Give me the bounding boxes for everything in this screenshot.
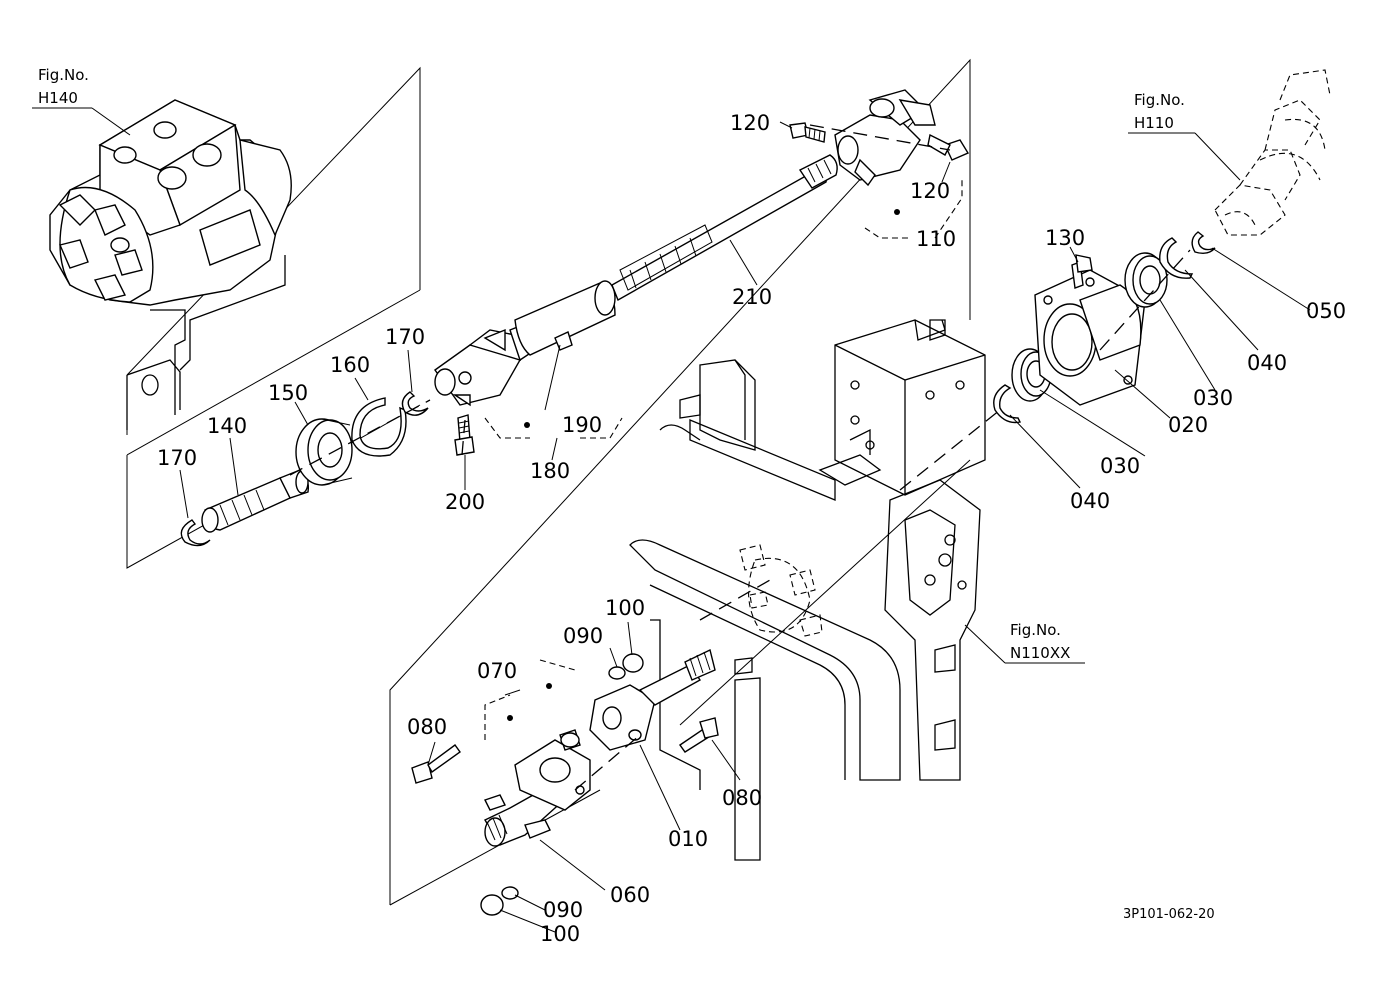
- fig-ref-h110-number: H110: [1134, 114, 1174, 132]
- callout-120-left: 120: [730, 111, 770, 135]
- callout-090-upper: 090: [563, 624, 603, 648]
- part-110-universal-joint: [834, 89, 936, 187]
- callout-030-upper: 030: [1193, 386, 1233, 410]
- centerlines: [289, 124, 1191, 791]
- fig-ref-h140-label: Fig.No.: [38, 66, 89, 84]
- part-040-right-ring: [1159, 237, 1194, 279]
- callout-200: 200: [445, 490, 485, 514]
- callout-140: 140: [207, 414, 247, 438]
- callout-090-lower: 090: [543, 898, 583, 922]
- callout-130: 130: [1045, 226, 1085, 250]
- drawing-code: 3P101-062-20: [1123, 907, 1215, 922]
- housing-group: [993, 231, 1216, 424]
- part-090-lower-washer: [501, 886, 519, 900]
- part-030-right-bearing: [1124, 252, 1168, 308]
- part-150-bearing: [295, 418, 353, 486]
- callout-160: 160: [330, 353, 370, 377]
- callout-110: 110: [916, 227, 956, 251]
- part-070-flange: [514, 729, 591, 811]
- part-190-nipple: [554, 331, 573, 351]
- callout-100-upper: 100: [605, 596, 645, 620]
- upper-shaft-group: [180, 89, 970, 547]
- part-120-bolts: [789, 122, 970, 161]
- part-080-bolts: [411, 717, 719, 784]
- callout-080-left: 080: [407, 715, 447, 739]
- part-callouts: 010 020 030 030 040 040 050 060 070 080 …: [157, 111, 1346, 946]
- callout-170-upper: 170: [385, 325, 425, 349]
- callout-150: 150: [268, 381, 308, 405]
- fig-ref-h140-number: H140: [38, 89, 78, 107]
- fig-ref-h110-label: Fig.No.: [1134, 91, 1185, 109]
- callout-050: 050: [1306, 299, 1346, 323]
- part-100-lower-nut: [480, 894, 504, 916]
- chassis-frame: [629, 319, 986, 861]
- lower-gear-group: [411, 648, 719, 916]
- callout-040-upper: 040: [1247, 351, 1287, 375]
- callout-010: 010: [668, 827, 708, 851]
- callout-210: 210: [732, 285, 772, 309]
- callout-190: 190: [562, 413, 602, 437]
- part-160-snap-ring: [351, 397, 407, 457]
- callout-170-lower: 170: [157, 446, 197, 470]
- part-210-telescopic-shaft: [514, 154, 838, 356]
- part-050-clip: [1191, 231, 1216, 255]
- part-170-lower-clip: [180, 519, 211, 547]
- callout-020: 020: [1168, 413, 1208, 437]
- part-010-coupling: [589, 648, 716, 751]
- part-170-upper-clip: [401, 391, 429, 416]
- callout-030-lower: 030: [1100, 454, 1140, 478]
- callout-080-right: 080: [722, 786, 762, 810]
- fig-ref-n110xx-number: N110XX: [1010, 644, 1070, 662]
- figure-references: Fig.No. H140 Fig.No. H110 Fig.No. N110XX: [38, 66, 1185, 662]
- steering-unit: [49, 99, 292, 430]
- part-090-upper-washer: [608, 666, 626, 680]
- callout-120-right: 120: [910, 179, 950, 203]
- fig-ref-n110xx-label: Fig.No.: [1010, 621, 1061, 639]
- callout-100-lower: 100: [540, 922, 580, 946]
- leader-lines: [32, 107, 1311, 933]
- part-040-left-ring: [993, 384, 1022, 424]
- callout-060: 060: [610, 883, 650, 907]
- part-130-bolt: [1071, 254, 1093, 289]
- callout-040-lower: 040: [1070, 489, 1110, 513]
- steering-column-phantom: [1214, 69, 1331, 236]
- part-020-housing: [1034, 269, 1146, 406]
- callout-070: 070: [477, 659, 517, 683]
- part-140-splined-shaft: [201, 469, 310, 533]
- callout-180: 180: [530, 459, 570, 483]
- part-100-upper-nut: [622, 653, 644, 673]
